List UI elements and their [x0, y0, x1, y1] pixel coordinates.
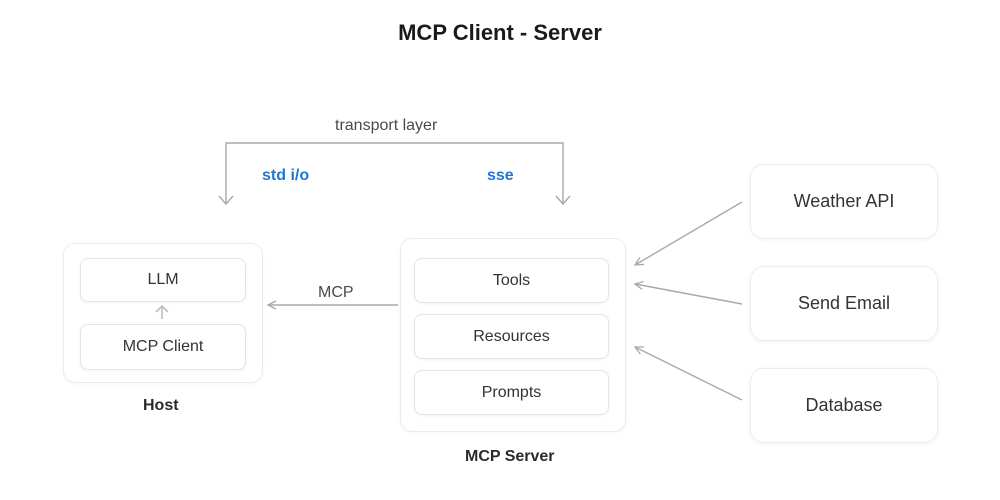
email-arrow [635, 284, 743, 305]
tools-label: Tools [492, 271, 531, 289]
diagram-title: MCP Client - Server [398, 20, 602, 45]
transport-bracket [225, 142, 564, 203]
database-label: Database [805, 395, 883, 415]
arrow-up-icon [155, 304, 169, 319]
weather-api-label: Weather API [793, 191, 895, 211]
prompts-label: Prompts [481, 383, 542, 401]
host-label: Host [143, 397, 179, 414]
weather-api-box: Weather API [750, 164, 938, 239]
mcp-client-label: MCP Client [122, 338, 204, 355]
database-box: Database [750, 368, 938, 443]
std-io-label: std i/o [262, 167, 310, 184]
weather-arrow [635, 201, 743, 265]
transport-arrow-left [218, 195, 234, 206]
mcp-client-box: MCP Client [80, 324, 246, 370]
database-arrow [635, 347, 743, 401]
llm-label: LLM [147, 271, 179, 288]
sse-label: sse [487, 167, 514, 184]
transport-layer-label: transport layer [335, 117, 438, 134]
send-email-box: Send Email [750, 266, 938, 341]
resources-box: Resources [414, 314, 609, 359]
llm-box: LLM [80, 258, 246, 302]
mcp-server-label: MCP Server [465, 448, 555, 465]
tools-box: Tools [414, 258, 609, 303]
send-email-label: Send Email [797, 293, 891, 313]
transport-arrow-right [555, 195, 571, 206]
resources-label: Resources [473, 327, 550, 345]
prompts-box: Prompts [414, 370, 609, 415]
mcp-edge-label: MCP [318, 284, 354, 301]
